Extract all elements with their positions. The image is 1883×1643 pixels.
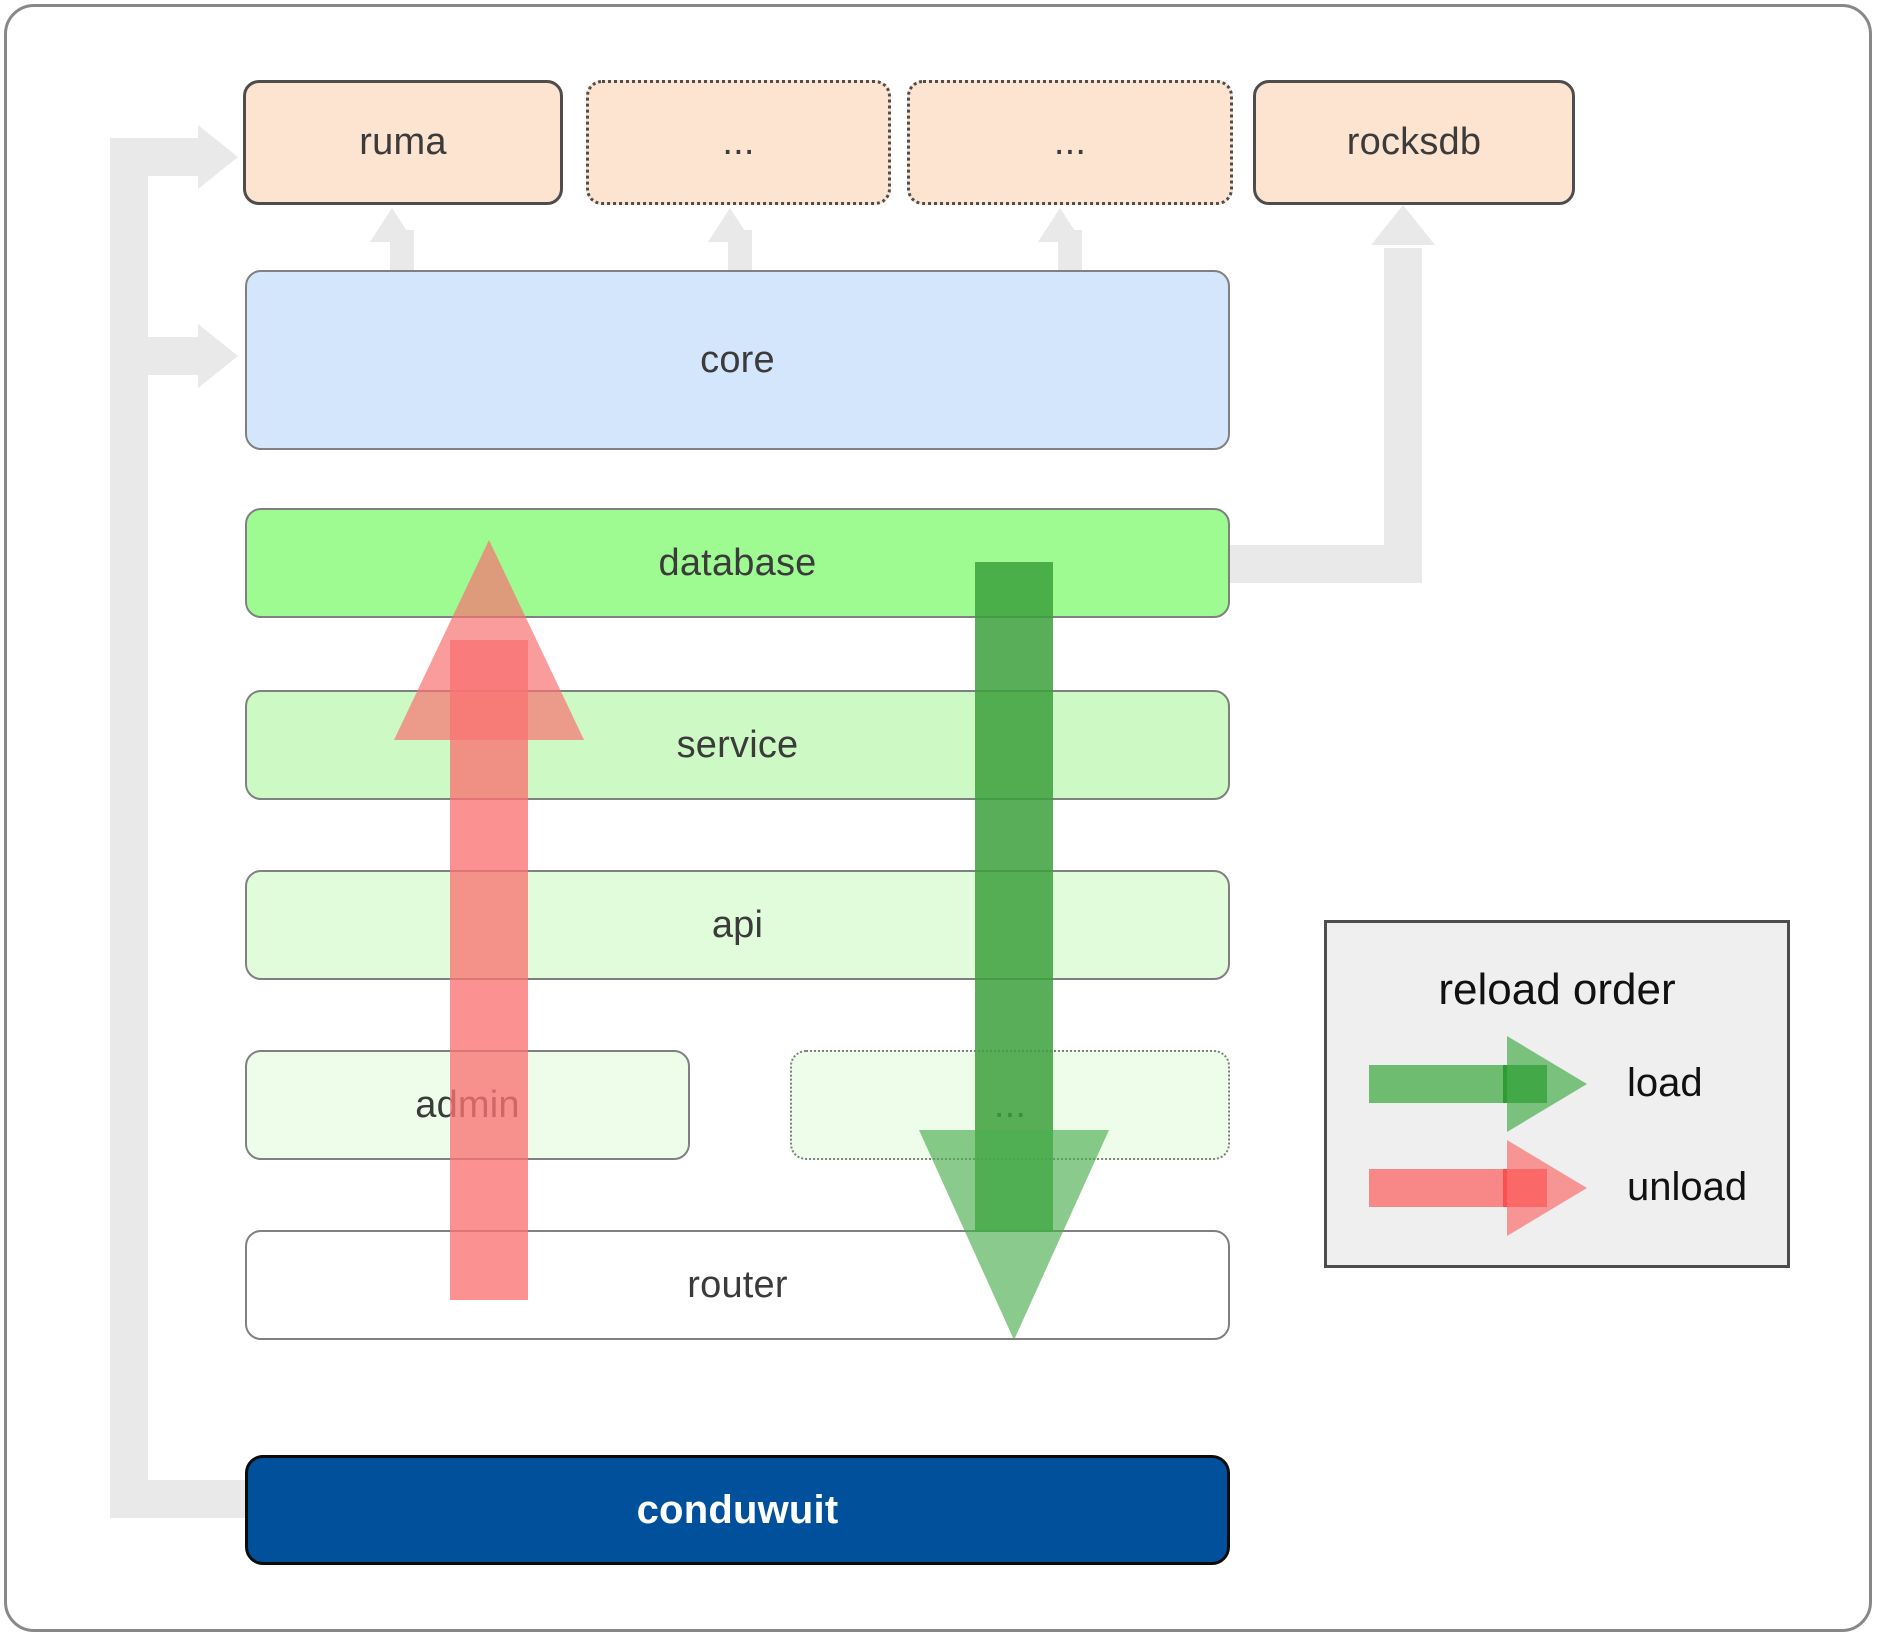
layer-box-api[interactable]: api [245,870,1230,980]
dependency-label-ruma: ruma [359,121,447,163]
load-arrow-head [919,1130,1109,1340]
dependency-box-ellipsis-1[interactable]: ... [586,80,891,205]
connector-left-bottom-horizontal [110,1480,250,1518]
dependency-label-ellipsis-2: ... [1053,121,1087,163]
dependency-label-rocksdb: rocksdb [1346,121,1482,163]
layer-label-core: core [700,338,775,381]
connector-to-ruma-horizontal [110,138,212,176]
legend-unload-head [1507,1140,1587,1236]
root-box-conduwuit[interactable]: conduwuit [245,1455,1230,1565]
connector-to-rocksdb-arrowhead [1371,205,1435,245]
connector-core-to-dep2-arrowhead [708,208,752,242]
dependency-box-ruma[interactable]: ruma [243,80,563,205]
dependency-box-ellipsis-2[interactable]: ... [907,80,1233,205]
connector-core-to-dep3-arrowhead [1038,208,1082,242]
dependency-box-rocksdb[interactable]: rocksdb [1253,80,1575,205]
dependency-label-ellipsis-1: ... [722,121,755,163]
diagram-frame [4,4,1872,1632]
legend-label-unload: unload [1627,1165,1748,1209]
layer-label-router: router [687,1263,788,1306]
layer-box-database[interactable]: database [245,508,1230,618]
connector-to-ruma-arrowhead [198,125,238,189]
layer-box-service[interactable]: service [245,690,1230,800]
connector-to-core-arrowhead [198,324,238,388]
connector-right-vertical [1384,248,1422,583]
legend-load-head [1507,1036,1587,1132]
layer-label-service: service [676,723,799,766]
connector-to-core-horizontal [110,337,212,375]
layer-label-api: api [711,903,764,946]
legend-label-load: load [1627,1061,1703,1105]
layer-box-core[interactable]: core [245,270,1230,450]
legend-panel: reload order load unload [1324,920,1790,1268]
layer-label-database: database [658,541,817,584]
load-arrow-shaft [975,562,1053,1232]
connector-core-to-ruma-arrowhead [370,208,414,242]
unload-arrow-shaft [450,640,528,1300]
unload-arrow-head [394,540,584,740]
root-label-conduwuit: conduwuit [636,1487,839,1532]
legend-title: reload order [1438,965,1676,1014]
